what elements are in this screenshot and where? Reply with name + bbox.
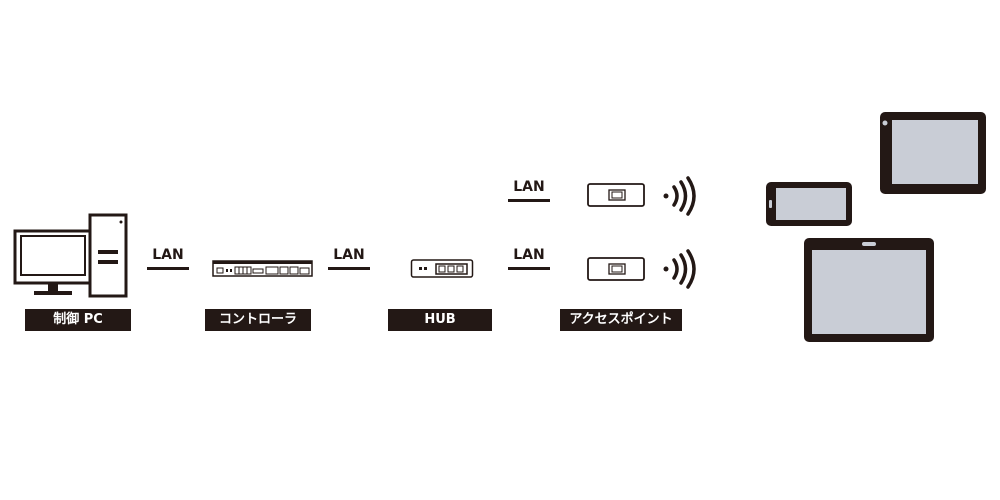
tablet-icon: [880, 112, 986, 194]
label-hub: HUB: [388, 309, 492, 331]
tablet-icon: [804, 238, 934, 342]
controller-unit-icon: [212, 260, 313, 277]
label-pc: 制御 PC: [25, 309, 131, 331]
label-controller: コントローラ: [205, 309, 311, 331]
smartphone-icon: [766, 182, 852, 226]
wifi-signal-icon: [663, 176, 696, 216]
desktop-pc-icon: [13, 213, 128, 298]
lan-link-hub-ap-bottom: LAN: [508, 246, 550, 270]
lan-link-controller-hub: LAN: [328, 246, 370, 270]
network-hub-icon: [410, 259, 474, 278]
wifi-signal-icon: [663, 249, 696, 289]
lan-link-hub-ap-top: LAN: [508, 178, 550, 202]
lan-link-pc-controller: LAN: [147, 246, 189, 270]
label-access-point: アクセスポイント: [560, 309, 682, 331]
wireless-access-point-icon: [587, 183, 645, 207]
wireless-access-point-icon: [587, 257, 645, 281]
